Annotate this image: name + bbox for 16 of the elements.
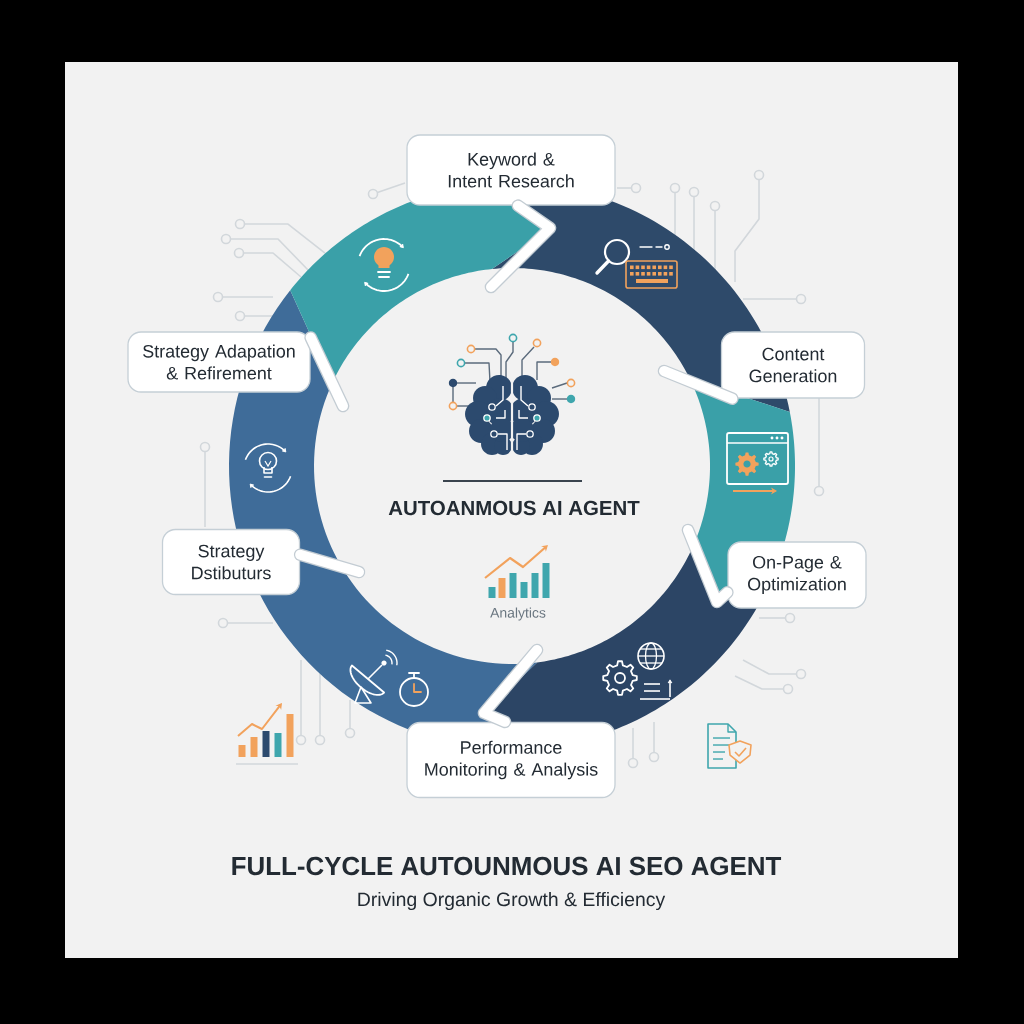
leader-line: [304, 331, 350, 413]
heading-text: AUTOANMOUS AI AGENT: [388, 500, 640, 516]
leader-line: [477, 643, 544, 729]
title-text: FULL-CYCLE AUTOUNMOUS AI SEO AGENT: [232, 856, 782, 876]
step-box: Keyword & Intent Research: [406, 134, 616, 206]
step-box: On-Page & Optimization: [727, 541, 867, 609]
step-box: Strategy Adapation & Refirement: [127, 331, 311, 393]
leader-line: [293, 548, 366, 579]
step-box: Content Generation: [720, 331, 866, 399]
step-box: Performance Monitoring & Analysis: [406, 721, 616, 799]
subtitle-text: Driving Organic Growth & Efficiency: [358, 891, 666, 911]
chart-caption: Analytics: [490, 607, 546, 621]
leader-line: [681, 523, 734, 609]
leader-line: [657, 364, 739, 405]
leader-line: [484, 199, 557, 294]
step-box: Strategy Dstibuturs: [161, 528, 301, 596]
